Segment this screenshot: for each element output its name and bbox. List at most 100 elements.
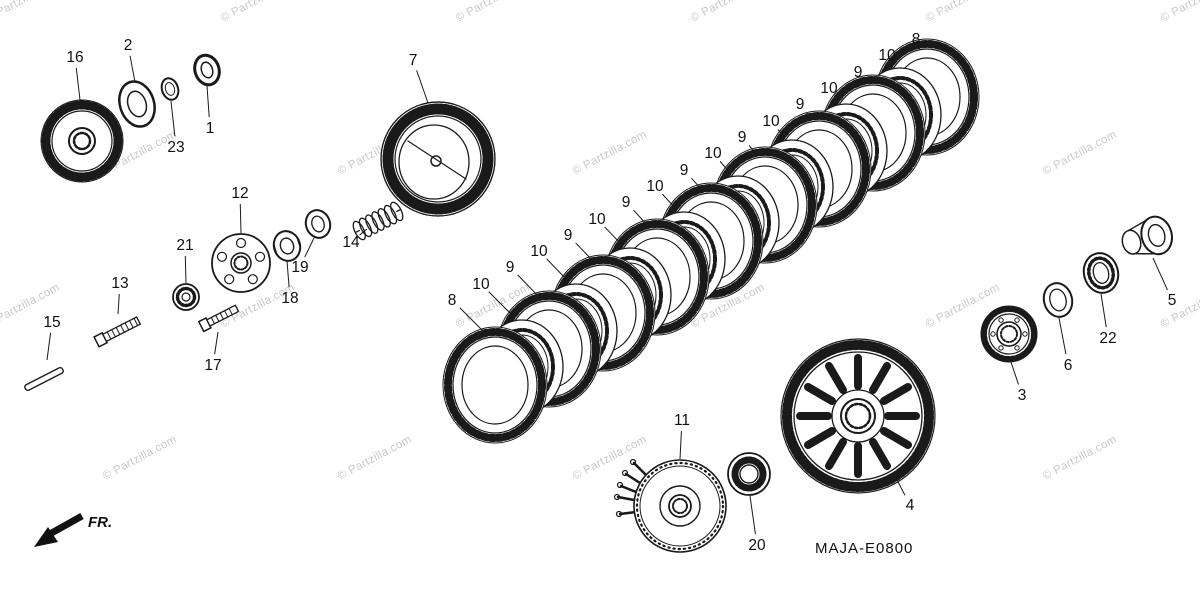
watermark-text: © Partzilla.com: [219, 0, 297, 25]
part-bolt-13: [93, 316, 142, 348]
part-label-10: 10: [704, 145, 722, 162]
part-label-9: 9: [738, 129, 747, 146]
leader-line: [304, 237, 315, 258]
leader-line: [416, 70, 429, 104]
part-label-4: 4: [906, 497, 915, 514]
leader-line: [359, 228, 368, 236]
part-clutch-center-11: [613, 458, 727, 553]
watermark-text: © Partzilla.com: [1041, 129, 1119, 178]
leader-line: [604, 226, 623, 246]
leader-line: [806, 112, 812, 120]
part-bushing-5: [1121, 215, 1173, 256]
leader-line: [75, 67, 81, 101]
part-label-10: 10: [820, 80, 838, 97]
part-label-6: 6: [1064, 357, 1073, 374]
leader-line: [46, 332, 52, 361]
watermark-text: © Partzilla.com: [336, 434, 414, 483]
part-label-17: 17: [204, 357, 221, 374]
leader-line: [1152, 257, 1168, 291]
fr-arrow-head: [34, 527, 58, 547]
part-bearing-22: [1082, 252, 1120, 294]
leader-line: [777, 129, 785, 138]
leader-line: [214, 331, 219, 355]
leader-line: [170, 100, 176, 137]
part-label-8: 8: [448, 292, 457, 309]
leader-line: [633, 209, 650, 228]
watermark-text: © Partzilla.com: [0, 0, 62, 25]
part-washer-2: [118, 80, 156, 128]
part-label-8: 8: [912, 31, 921, 48]
watermark-text: © Partzilla.com: [101, 434, 179, 483]
watermark-text: © Partzilla.com: [689, 0, 767, 25]
part-label-13: 13: [111, 275, 128, 292]
part-spring-14: [352, 201, 404, 241]
leader-line: [1058, 317, 1067, 355]
part-washer-6: [1042, 282, 1074, 318]
leader-line: [1010, 361, 1019, 385]
leader-line: [546, 258, 569, 282]
leader-line: [679, 430, 682, 460]
leader-line: [662, 193, 677, 210]
part-label-2: 2: [124, 37, 133, 54]
leader-line: [117, 293, 120, 315]
fr-label: FR.: [88, 514, 112, 531]
part-label-10: 10: [472, 276, 490, 293]
watermark-text: © Partzilla.com: [1159, 0, 1200, 25]
parts-layer: [24, 38, 1173, 553]
diagram-code: MAJA-E0800: [815, 540, 913, 557]
watermark-text: © Partzilla.com: [571, 434, 649, 483]
part-label-9: 9: [622, 194, 631, 211]
part-label-10: 10: [530, 243, 548, 260]
part-nut-18: [272, 230, 302, 262]
leader-line-layer: [46, 46, 1168, 535]
watermark-text: © Partzilla.com: [1041, 434, 1119, 483]
part-pin-15: [24, 366, 64, 392]
leader-line: [749, 495, 756, 535]
leader-line: [1100, 293, 1107, 328]
watermark-text: © Partzilla.com: [454, 0, 532, 25]
part-label-10: 10: [588, 211, 606, 228]
part-label-9: 9: [506, 259, 515, 276]
part-bearing-21: [172, 283, 200, 311]
part-gear-16: [40, 99, 124, 183]
watermark-text: © Partzilla.com: [571, 129, 649, 178]
part-bearing-1: [193, 53, 221, 87]
part-label-11: 11: [674, 412, 690, 429]
leader-line: [748, 145, 758, 156]
part-washer-19: [304, 209, 332, 239]
leader-line: [691, 177, 704, 192]
part-label-15: 15: [43, 314, 60, 331]
part-label-9: 9: [680, 162, 689, 179]
footer: FR. MAJA-E0800: [34, 512, 913, 557]
leader-line: [863, 81, 866, 84]
part-ring-23: [160, 77, 180, 101]
part-label-5: 5: [1168, 292, 1177, 309]
leader-line: [517, 274, 542, 300]
leader-line: [459, 307, 488, 336]
part-sprocket-3: [980, 305, 1038, 363]
leader-line: [719, 161, 731, 174]
part-drum-7: [380, 101, 496, 217]
leader-line: [184, 255, 187, 284]
part-label-22: 22: [1099, 330, 1116, 347]
leader-line: [918, 46, 921, 50]
fr-arrow-shaft: [46, 512, 84, 539]
part-basket-4: [780, 338, 936, 494]
clutch-disc-stack: [442, 38, 980, 444]
leader-line: [239, 203, 242, 234]
part-label-7: 7: [409, 52, 418, 69]
part-label-20: 20: [748, 537, 766, 554]
part-washer-20: [727, 452, 771, 496]
part-label-19: 19: [291, 259, 308, 276]
watermark-text: © Partzilla.com: [924, 0, 1002, 25]
leader-line: [575, 242, 596, 264]
watermark-text: © Partzilla.com: [1159, 282, 1200, 331]
part-label-10: 10: [878, 47, 896, 64]
leader-line: [286, 260, 290, 288]
part-label-10: 10: [646, 178, 664, 195]
part-label-16: 16: [66, 49, 83, 66]
part-label-3: 3: [1018, 387, 1027, 404]
part-friction-disc: [442, 326, 548, 444]
